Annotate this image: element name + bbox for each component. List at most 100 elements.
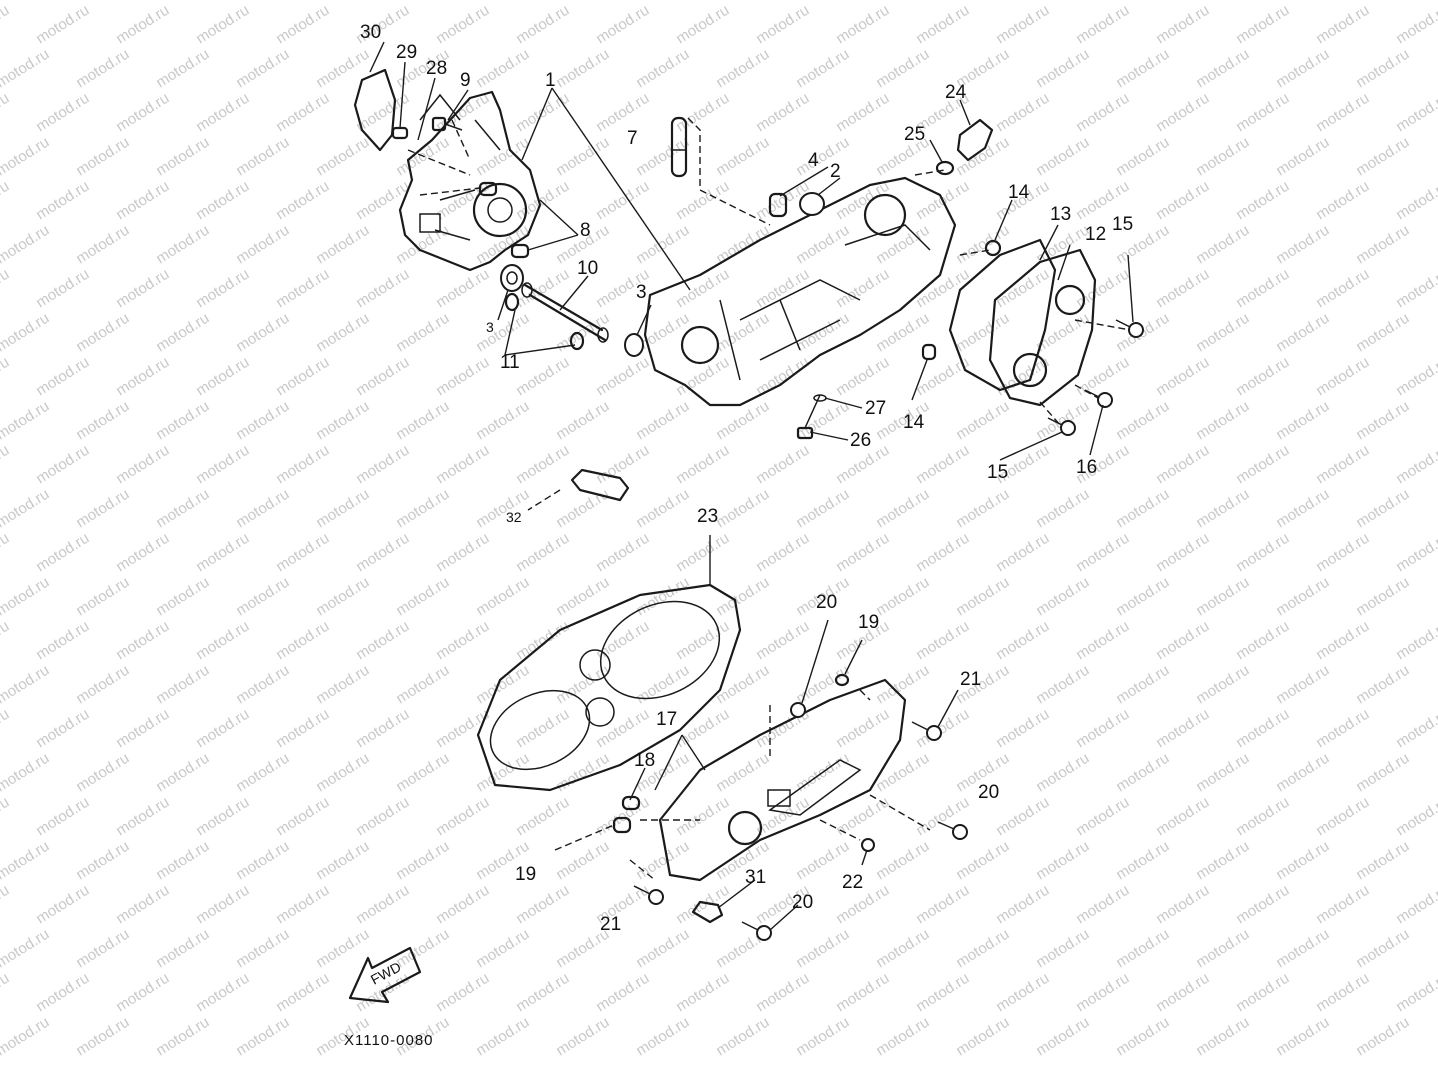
watermark-text: motod.ru bbox=[313, 926, 372, 972]
watermark-text: motod.ru bbox=[73, 926, 132, 972]
watermark-text: motod.ru bbox=[0, 706, 12, 752]
callout-1: 1 bbox=[545, 70, 556, 91]
watermark-text: motod.ru bbox=[1313, 178, 1372, 224]
watermark-text: motod.ru bbox=[1273, 310, 1332, 356]
watermark-text: motod.ru bbox=[1153, 530, 1212, 576]
watermark-text: motod.ru bbox=[273, 354, 332, 400]
watermark-text: motod.ru bbox=[1393, 266, 1438, 312]
watermark-text: motod.ru bbox=[1273, 838, 1332, 884]
watermark-text: motod.ru bbox=[113, 2, 172, 48]
watermark-text: motod.ru bbox=[1393, 618, 1438, 664]
watermark-text: motod.ru bbox=[113, 794, 172, 840]
watermark-text: motod.ru bbox=[1233, 618, 1292, 664]
callout-2: 2 bbox=[830, 161, 841, 182]
dowel-14b bbox=[921, 343, 937, 361]
watermark-text: motod.ru bbox=[1153, 442, 1212, 488]
watermark-text: motod.ru bbox=[1113, 1014, 1172, 1060]
watermark-text: motod.ru bbox=[1153, 706, 1212, 752]
watermark-text: motod.ru bbox=[793, 926, 852, 972]
watermark-text: motod.ru bbox=[913, 706, 972, 752]
watermark-text: motod.ru bbox=[233, 1014, 292, 1060]
watermark-text: motod.ru bbox=[873, 574, 932, 620]
watermark-text: motod.ru bbox=[233, 310, 292, 356]
watermark-text: motod.ru bbox=[193, 882, 252, 928]
watermark-text: motod.ru bbox=[553, 310, 612, 356]
watermark-text: motod.ru bbox=[113, 706, 172, 752]
watermark-text: motod.ru bbox=[713, 1014, 772, 1060]
crankcase-cover-17 bbox=[658, 678, 907, 882]
watermark-text: motod.ru bbox=[113, 90, 172, 136]
callout-17: 17 bbox=[656, 709, 677, 730]
watermark-text: motod.ru bbox=[1313, 354, 1372, 400]
watermark-text: motod.ru bbox=[0, 134, 52, 180]
watermark-text: motod.ru bbox=[993, 706, 1052, 752]
pipe bbox=[521, 282, 609, 343]
watermark-text: motod.ru bbox=[1273, 750, 1332, 796]
watermark-text: motod.ru bbox=[1393, 354, 1438, 400]
watermark-text: motod.ru bbox=[0, 926, 52, 972]
watermark-text: motod.ru bbox=[233, 134, 292, 180]
watermark-text: motod.ru bbox=[873, 46, 932, 92]
callout-21-left: 21 bbox=[600, 914, 621, 935]
dowel-pin-8b bbox=[510, 243, 530, 259]
callout-labels: 30 29 28 9 1 7 4 2 24 25 8 10 3 3 11 14 … bbox=[360, 22, 1133, 935]
watermark-text: motod.ru bbox=[633, 486, 692, 532]
watermark-text: motod.ru bbox=[73, 486, 132, 532]
collar-2 bbox=[799, 192, 825, 216]
callout-32: 32 bbox=[506, 509, 522, 525]
watermark-text: motod.ru bbox=[1233, 970, 1292, 1016]
watermark-text: motod.ru bbox=[753, 618, 812, 664]
watermark-text: motod.ru bbox=[1313, 90, 1372, 136]
watermark-text: motod.ru bbox=[1313, 442, 1372, 488]
watermark-text: motod.ru bbox=[193, 178, 252, 224]
watermark-text: motod.ru bbox=[1113, 926, 1172, 972]
watermark-text: motod.ru bbox=[233, 838, 292, 884]
watermark-text: motod.ru bbox=[993, 970, 1052, 1016]
watermark-text: motod.ru bbox=[913, 618, 972, 664]
watermark-text: motod.ru bbox=[753, 2, 812, 48]
watermark-text: motod.ru bbox=[873, 662, 932, 708]
watermark-text: motod.ru bbox=[1273, 398, 1332, 444]
o-ring-11a bbox=[504, 292, 520, 312]
watermark-text: motod.ru bbox=[1193, 46, 1252, 92]
watermark-text: motod.ru bbox=[0, 178, 12, 224]
watermark-text: motod.ru bbox=[513, 618, 572, 664]
watermark-text: motod.ru bbox=[1193, 1014, 1252, 1060]
watermark-text: motod.ru bbox=[0, 398, 52, 444]
watermark-text: motod.ru bbox=[1273, 486, 1332, 532]
dowel-19a bbox=[834, 673, 850, 687]
callout-19-top: 19 bbox=[858, 612, 879, 633]
watermark-text: motod.ru bbox=[153, 222, 212, 268]
watermark-text: motod.ru bbox=[193, 354, 252, 400]
watermark-text: motod.ru bbox=[273, 266, 332, 312]
watermark-text: motod.ru bbox=[473, 1014, 532, 1060]
watermark-text: motod.ru bbox=[1353, 134, 1412, 180]
callout-27: 27 bbox=[865, 398, 886, 419]
callout-30: 30 bbox=[360, 22, 381, 43]
watermark-text: motod.ru bbox=[953, 222, 1012, 268]
bolt-21b bbox=[633, 885, 664, 905]
watermark-text: motod.ru bbox=[393, 926, 452, 972]
watermark-text: motod.ru bbox=[793, 1014, 852, 1060]
watermark-text: motod.ru bbox=[73, 46, 132, 92]
watermark-text: motod.ru bbox=[513, 442, 572, 488]
watermark-text: motod.ru bbox=[113, 354, 172, 400]
watermark-text: motod.ru bbox=[113, 970, 172, 1016]
dowel-4 bbox=[768, 192, 788, 218]
watermark-text: motod.ru bbox=[1313, 530, 1372, 576]
watermark-text: motod.ru bbox=[73, 662, 132, 708]
watermark-text: motod.ru bbox=[153, 46, 212, 92]
watermark-text: motod.ru bbox=[953, 310, 1012, 356]
watermark-text: motod.ru bbox=[513, 794, 572, 840]
watermark-text: motod.ru bbox=[873, 750, 932, 796]
watermark-text: motod.ru bbox=[233, 398, 292, 444]
watermark-text: motod.ru bbox=[473, 926, 532, 972]
watermark-text: motod.ru bbox=[1193, 750, 1252, 796]
watermark-text: motod.ru bbox=[33, 90, 92, 136]
crankcase-left-half bbox=[398, 90, 542, 272]
watermark-text: motod.ru bbox=[1353, 310, 1412, 356]
watermark-text: motod.ru bbox=[1073, 970, 1132, 1016]
watermark-text: motod.ru bbox=[1273, 46, 1332, 92]
watermark-text: motod.ru bbox=[633, 46, 692, 92]
watermark-text: motod.ru bbox=[33, 882, 92, 928]
